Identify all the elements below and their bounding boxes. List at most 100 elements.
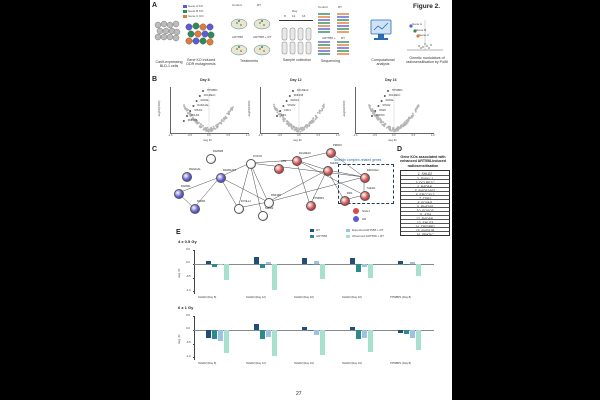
bar-chart-bar bbox=[368, 329, 373, 352]
volcano-point bbox=[299, 130, 302, 133]
sample-tubes-graphic bbox=[280, 26, 312, 56]
bar-chart-tick-mark bbox=[192, 263, 194, 265]
network-node-label: RIF1 bbox=[347, 192, 353, 195]
panel-d-title: Gene KOs associated with enhanced ART558… bbox=[400, 155, 446, 168]
table-cell: 14. TP53BP1 bbox=[415, 224, 435, 229]
volcano-point bbox=[403, 121, 406, 123]
volcano-point bbox=[211, 129, 214, 131]
cells-caption: Cas9-expressing BLD-1 cells bbox=[155, 60, 183, 69]
volcano-point bbox=[189, 115, 192, 118]
bar-chart-y-tick: -1.0 bbox=[186, 354, 191, 358]
network-node bbox=[359, 190, 371, 202]
table-row: 15. RAD51B bbox=[401, 227, 449, 233]
bar-chart-bar bbox=[218, 329, 223, 341]
bar-chart-group-label: SHLD2 (Day 16) bbox=[294, 362, 314, 365]
volcano-point bbox=[222, 117, 225, 120]
volcano-x-tick: -0.5 bbox=[277, 133, 282, 137]
volcano-x-tick: 0.0 bbox=[207, 133, 211, 137]
volcano-point bbox=[411, 112, 414, 115]
bar-chart-bar bbox=[224, 329, 229, 354]
volcano-hit-label: RADAL bbox=[385, 98, 394, 102]
volcano-hit-label: FDC1 bbox=[284, 108, 291, 112]
volcano-point bbox=[404, 123, 407, 126]
volcano-point bbox=[212, 125, 215, 128]
volcano-hit-label: SHLD2 bbox=[194, 108, 203, 112]
treat-rt-label: RT bbox=[257, 3, 261, 7]
volcano-point bbox=[371, 110, 374, 113]
volcano-hit-label: RNF168 bbox=[187, 118, 198, 122]
volcano-point bbox=[276, 111, 279, 114]
panel-b-label: B bbox=[152, 76, 158, 83]
network-node-label: RAD54L bbox=[181, 185, 191, 188]
network-edges bbox=[150, 0, 380, 230]
volcano-point bbox=[187, 112, 189, 115]
bar-chart-bar bbox=[410, 262, 415, 264]
bar-chart-group-label: SHLD2 (Day 12) bbox=[246, 362, 266, 365]
volcano-point bbox=[200, 123, 203, 126]
volcano-hit-label: SHLD2 bbox=[382, 103, 391, 107]
volcano-point bbox=[198, 122, 201, 124]
seq-rt-label: RT bbox=[338, 5, 342, 9]
bar-chart-y-tick: 0.5 bbox=[186, 247, 190, 251]
volcano-point bbox=[410, 116, 413, 119]
volcano-hit-label: RADAL bbox=[200, 98, 209, 102]
volcano-point bbox=[294, 128, 297, 131]
bar-chart-ylabel: neg. lfc bbox=[177, 334, 181, 344]
volcano-point bbox=[415, 110, 417, 113]
treatment-dishes-graphic bbox=[229, 10, 274, 60]
volcano-point bbox=[322, 104, 325, 106]
network-node-label: TP53BP1 bbox=[313, 197, 325, 200]
seq-control-label: Control bbox=[318, 5, 328, 9]
volcano-x-tick: 1.0 bbox=[336, 133, 340, 137]
volcano-point bbox=[376, 114, 378, 117]
table-cell: 16. PRKDC bbox=[416, 232, 434, 237]
volcano-point bbox=[308, 124, 311, 126]
network-node-label: ERCC6L2 bbox=[367, 169, 379, 172]
bar-chart-bar bbox=[218, 263, 223, 266]
network-node bbox=[189, 203, 201, 215]
gene-b-label: Gene B bbox=[416, 28, 427, 32]
volcano-x-tick: -0.5 bbox=[372, 133, 377, 137]
bar-chart-bar bbox=[206, 329, 211, 338]
shieldin-label: Shieldin complex-related genes bbox=[334, 158, 382, 162]
bar-chart-bar bbox=[314, 261, 319, 264]
day-12-label: 12 bbox=[292, 14, 296, 18]
seq-art558-rt-label: RT bbox=[341, 36, 345, 40]
bar-chart-bar bbox=[260, 329, 265, 340]
volcano-x-tick: 1.0 bbox=[246, 133, 250, 137]
figure-page: A Figure 2. Cas9-expressing BLD-1 cells … bbox=[150, 0, 452, 400]
network-node-label: DCLRE1C bbox=[299, 152, 312, 155]
table-cell: 11. ATM bbox=[419, 212, 431, 217]
volcano-title: Day 12 bbox=[290, 78, 302, 82]
table-cell: 13. SHLD3 bbox=[416, 220, 434, 225]
volcano-hit-label: POLD2 bbox=[191, 113, 200, 117]
table-row: 8. FOXM1 bbox=[401, 199, 449, 205]
table-row: 4. RAD54L bbox=[401, 183, 449, 189]
volcano-point bbox=[282, 119, 285, 122]
table-cell: 2. DYNLL1 bbox=[416, 176, 434, 181]
volcano-point bbox=[394, 130, 397, 133]
network-node bbox=[305, 200, 317, 212]
volcano-hit-point bbox=[371, 115, 373, 117]
volcano-point bbox=[368, 106, 371, 109]
bar-chart-bar bbox=[362, 329, 367, 338]
volcano-hit-point bbox=[282, 105, 285, 107]
volcano-point bbox=[379, 118, 382, 121]
volcano-point bbox=[185, 108, 188, 111]
bar-chart-y-axis bbox=[194, 316, 195, 360]
network-node-label: RAD51AP1 bbox=[223, 169, 237, 172]
volcano-scatter bbox=[273, 87, 325, 133]
volcano-point bbox=[382, 121, 385, 123]
table-cell: 7. TDP1 bbox=[418, 196, 432, 201]
volcano-hit-point bbox=[374, 110, 377, 112]
network-node-label: RADA1AL bbox=[189, 168, 201, 171]
bar-chart-bar bbox=[272, 263, 277, 290]
bar-chart-bar bbox=[398, 261, 403, 264]
bar-chart-tick-mark bbox=[192, 329, 194, 331]
volcano-xlabel: neg lfc bbox=[293, 138, 302, 142]
volcano-point bbox=[412, 114, 415, 117]
volcano-point bbox=[229, 109, 232, 112]
volcano-point bbox=[279, 115, 282, 118]
bar-chart-ylabel: neg. lfc bbox=[177, 268, 181, 278]
network-node-label: SHLD2 bbox=[265, 207, 274, 210]
